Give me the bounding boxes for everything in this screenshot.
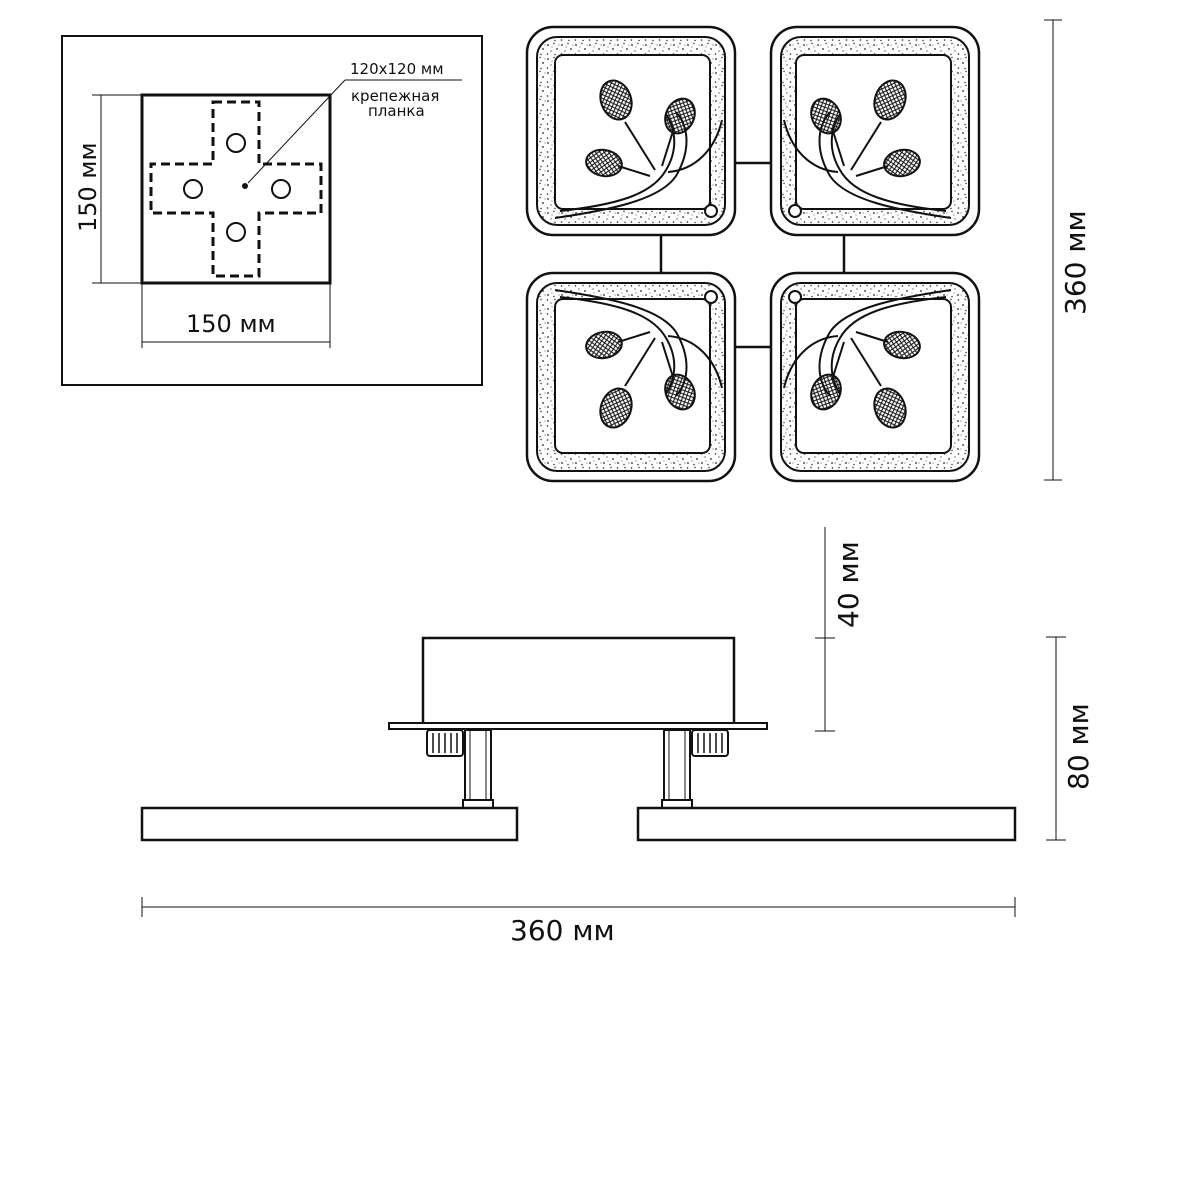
plate-height-label: 150 мм (74, 142, 102, 232)
plate-label-line2: планка (368, 102, 425, 120)
mount-plate-outline (140, 93, 332, 285)
center-point (242, 183, 248, 189)
mount-plate-panel: 120x120 мм крепежная планка 150 мм 150 м… (61, 35, 483, 386)
screw-hole-bottom (226, 222, 246, 242)
canopy-height-label: 40 мм (832, 541, 865, 628)
leader-line (247, 79, 346, 184)
plate-width-label: 150 мм (186, 310, 276, 338)
canopy-plate (388, 722, 768, 730)
shade-tile-top-right (769, 25, 981, 237)
top-view: 360 мм (525, 19, 1092, 483)
top-view-height-label: 360 мм (1059, 210, 1092, 315)
screw-hole-top (226, 133, 246, 153)
side-view: 40 мм 80 мм 360 мм (140, 527, 1095, 947)
mount-plate-frame (61, 35, 483, 386)
shade-tile-bottom-left (525, 271, 737, 483)
screw-hole-right (271, 179, 291, 199)
shade-tile-top-left (525, 25, 737, 237)
shade-tile-bottom-right (769, 271, 981, 483)
plate-label-line1: крепежная (351, 87, 439, 105)
side-width-label: 360 мм (510, 914, 615, 947)
mounting-bracket-cross (149, 100, 323, 278)
connecting-frame (659, 161, 846, 349)
canopy-box (421, 636, 736, 727)
right-shade-panel (636, 806, 1017, 842)
total-height-label: 80 мм (1062, 703, 1095, 790)
left-shade-panel (140, 806, 519, 842)
plate-size-label: 120x120 мм (350, 60, 444, 78)
left-stem-assembly (426, 729, 494, 809)
right-stem-assembly (661, 729, 729, 809)
screw-hole-left (183, 179, 203, 199)
